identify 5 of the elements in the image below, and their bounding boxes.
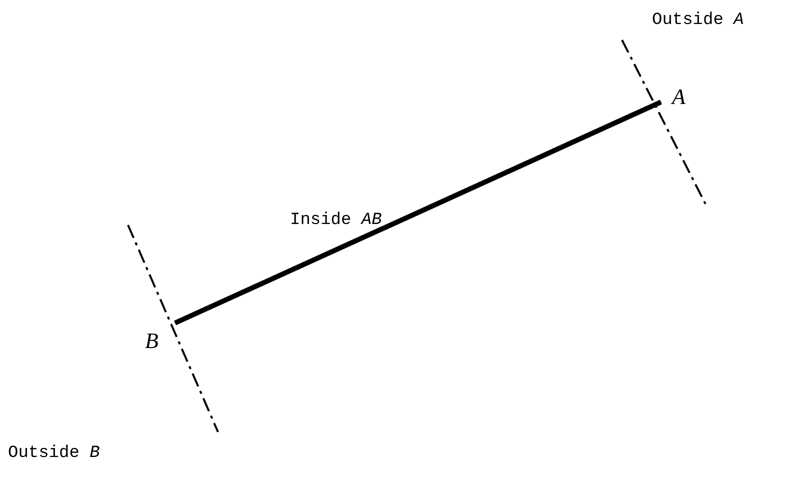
region-label: Outside A: [652, 12, 744, 29]
point-label: B: [145, 330, 158, 352]
region-label: Outside B: [8, 445, 100, 462]
region-label: Inside AB: [290, 212, 382, 229]
point-label: A: [672, 86, 686, 108]
